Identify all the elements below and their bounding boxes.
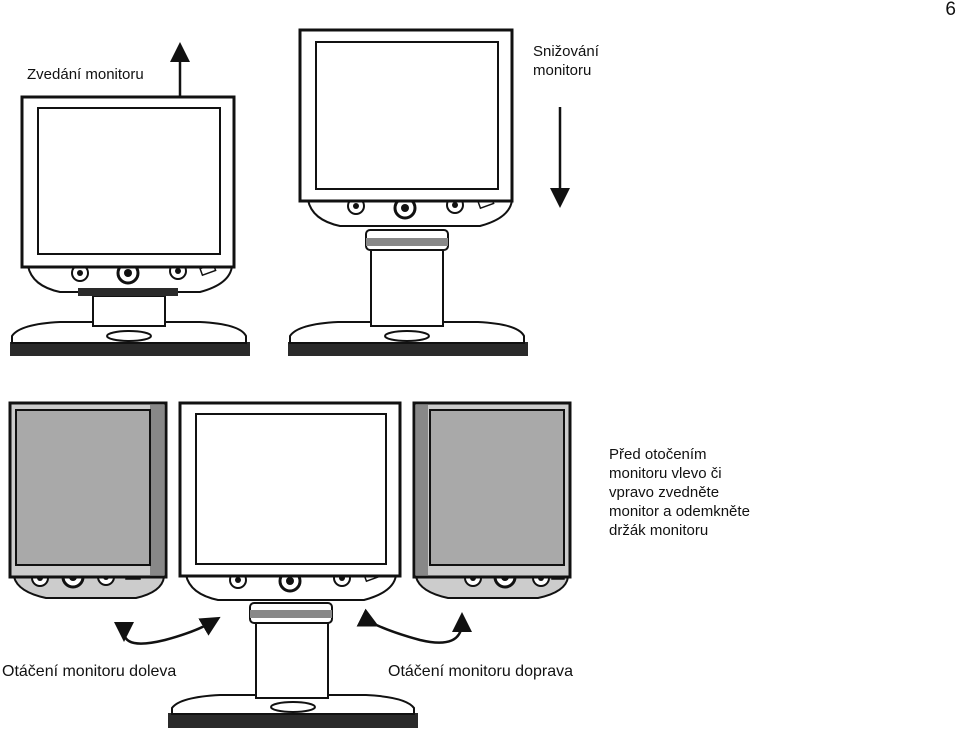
monitor-rotated-right — [412, 401, 572, 599]
page-number: 6 — [945, 0, 956, 20]
monitor-raised — [10, 95, 250, 356]
monitor-center — [168, 401, 418, 728]
monitor-lowered — [288, 28, 528, 356]
label-rotate-right: Otáčení monitoru doprava — [388, 663, 573, 680]
label-lower-monitor: Snižování monitoru — [533, 43, 599, 79]
rotate-left-arrow — [113, 616, 221, 645]
label-raise-monitor: Zvedání monitoru — [27, 66, 144, 83]
label-rotate-left: Otáčení monitoru doleva — [2, 663, 177, 680]
label-rotation-note: Před otočením monitoru vlevo či vpravo z… — [609, 446, 750, 539]
rotate-right-arrow — [356, 608, 472, 644]
monitor-rotated-left — [8, 401, 168, 599]
